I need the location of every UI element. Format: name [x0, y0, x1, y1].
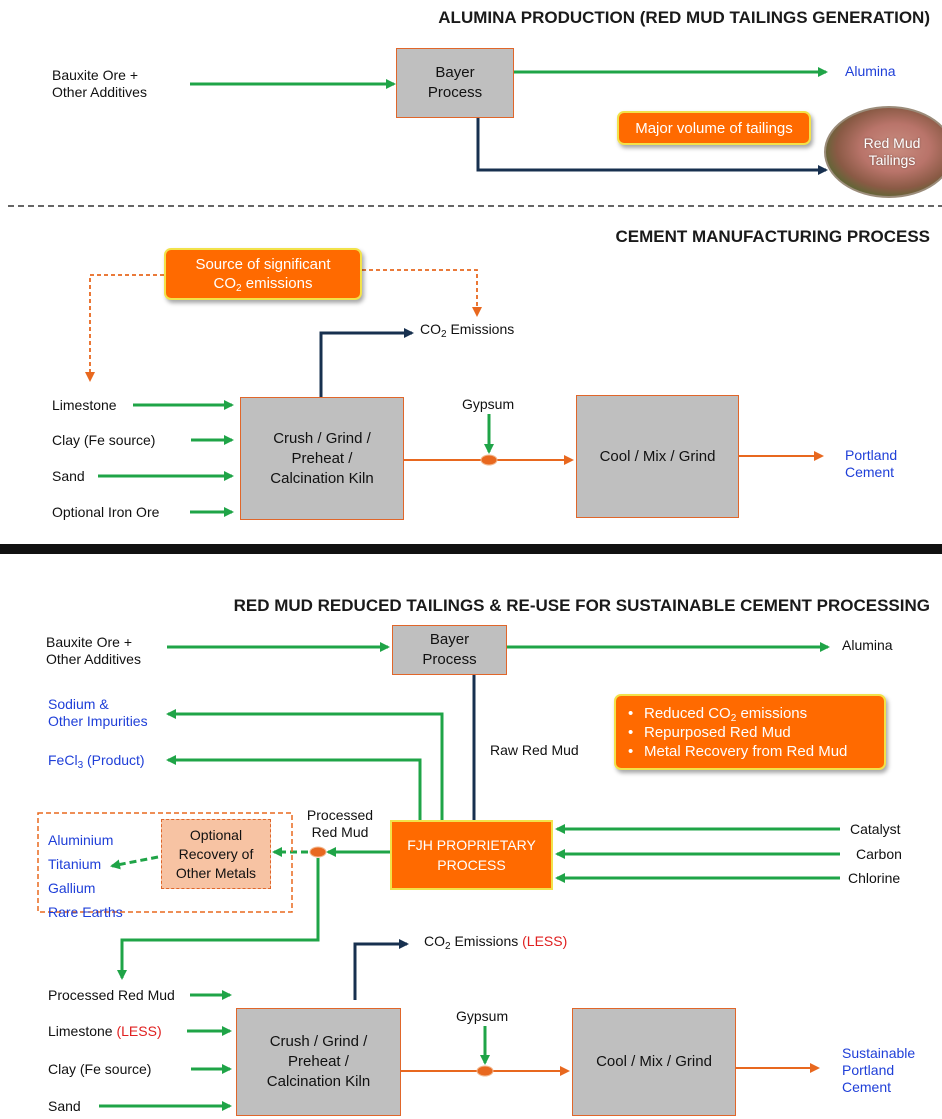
callout-major-tailings: Major volume of tailings — [617, 111, 811, 145]
arrow-kiln-to-emissions — [319, 328, 414, 397]
fjh-proprietary-process-box: FJH PROPRIETARY PROCESS — [390, 820, 553, 890]
benefit-reduced-co2: Reduced CO2 emissions — [622, 704, 847, 724]
section-title-cement: CEMENT MANUFACTURING PROCESS — [615, 227, 930, 246]
arrow-fjh-to-fecl3 — [166, 755, 422, 838]
benefits-callout: Reduced CO2 emissions Repurposed Red Mud… — [614, 694, 886, 770]
red-mud-tailings-photo — [824, 106, 942, 198]
gypsum-label-2: Gypsum — [456, 1008, 509, 1024]
dashed-arrow-to-emissions — [362, 269, 482, 317]
input-processed-red-mud: Processed Red Mud — [48, 987, 175, 1003]
callout-co2-source: Source of significant CO2 emissions — [164, 248, 362, 300]
arrow-kiln-to-emissions-2 — [353, 939, 409, 1000]
input-sand-2: Sand — [48, 1098, 81, 1114]
processed-red-mud-label: Processed Red Mud — [306, 807, 374, 840]
raw-red-mud-label: Raw Red Mud — [490, 742, 579, 758]
reagent-chlorine: Chlorine — [848, 870, 901, 886]
section-title-alumina: ALUMINA PRODUCTION (RED MUD TAILINGS GEN… — [438, 8, 930, 27]
input-limestone: Limestone — [52, 397, 117, 413]
input-clay-2: Clay (Fe source) — [48, 1061, 152, 1077]
sustainable-cement-output: Sustainable Portland Cement — [842, 1045, 916, 1095]
input-clay: Clay (Fe source) — [52, 432, 156, 448]
metal-titanium: Titanium — [48, 856, 102, 872]
input-limestone-less: Limestone (LESS) — [48, 1023, 162, 1039]
alumina-output: Alumina — [845, 63, 896, 79]
benefit-repurposed: Repurposed Red Mud — [622, 723, 847, 742]
thick-divider — [0, 544, 942, 554]
arrow-processed-down — [117, 858, 320, 980]
junction-dot-2 — [476, 1065, 494, 1077]
gypsum-label: Gypsum — [462, 396, 515, 412]
metal-rare-earths: Rare Earths — [48, 904, 123, 920]
benefit-metal-recovery: Metal Recovery from Red Mud — [622, 742, 847, 761]
cool-mix-grind-box-2: Cool / Mix / Grind — [572, 1008, 736, 1116]
metals-recovery-region — [37, 812, 293, 913]
co2-emissions-less-label: CO2 Emissions (LESS) — [424, 933, 568, 952]
metal-gallium: Gallium — [48, 880, 96, 896]
bayer-process-box: Bayer Process — [396, 48, 514, 118]
arrow-fjh-to-sodium — [166, 709, 444, 838]
portland-cement-output: Portland Cement — [845, 447, 898, 480]
cool-mix-grind-box: Cool / Mix / Grind — [576, 395, 739, 518]
arrow-optional-to-metals — [110, 855, 159, 870]
bauxite-input-label-2: Bauxite Ore + Other Additives — [46, 634, 141, 667]
metals-list: Aluminium Titanium Gallium Rare Earths — [48, 828, 123, 924]
red-mud-tailings-label: Red Mud Tailings — [863, 135, 921, 168]
benefits-list: Reduced CO2 emissions Repurposed Red Mud… — [622, 704, 847, 761]
reagent-catalyst: Catalyst — [850, 821, 901, 837]
reagent-carbon: Carbon — [856, 846, 902, 862]
kiln-box: Crush / Grind / Preheat / Calcination Ki… — [240, 397, 404, 520]
bayer-process-box-2: Bayer Process — [392, 625, 507, 675]
junction-dot-processed — [309, 846, 327, 858]
junction-dot — [480, 454, 498, 466]
section-title-red-mud-reuse: RED MUD REDUCED TAILINGS & RE-USE FOR SU… — [233, 596, 930, 615]
dashed-arrow-to-limestone — [85, 274, 164, 382]
bauxite-input-label: Bauxite Ore + Other Additives — [52, 67, 147, 100]
sodium-impurities-output: Sodium & Other Impurities — [48, 696, 148, 729]
arrow-bayer-to-tailings — [476, 118, 828, 175]
input-sand: Sand — [52, 468, 85, 484]
input-iron-ore: Optional Iron Ore — [52, 504, 160, 520]
kiln-box-2: Crush / Grind / Preheat / Calcination Ki… — [236, 1008, 401, 1116]
alumina-output-2: Alumina — [842, 637, 893, 653]
co2-emissions-label: CO2 Emissions — [420, 321, 515, 340]
fecl3-product-output: FeCl3 (Product) — [48, 752, 145, 771]
metal-aluminium: Aluminium — [48, 832, 114, 848]
optional-recovery-box: Optional Recovery of Other Metals — [161, 819, 271, 889]
